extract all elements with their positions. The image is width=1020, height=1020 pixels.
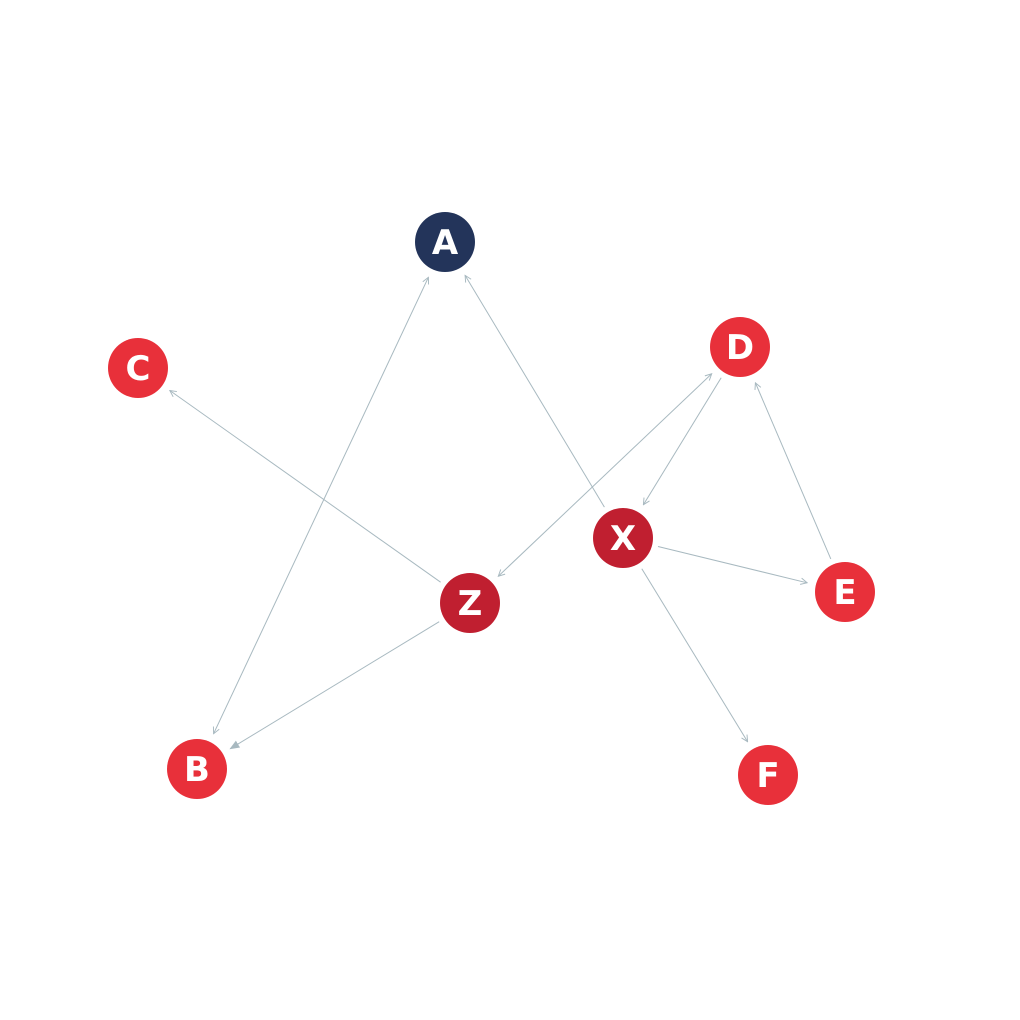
node-circle[interactable] <box>415 212 475 272</box>
edge-z-d <box>498 374 711 576</box>
edge-e-d <box>755 383 832 560</box>
edge-x-f <box>641 568 748 742</box>
node-circle[interactable] <box>108 338 168 398</box>
node-c[interactable]: C <box>108 338 168 398</box>
edge-z-b <box>229 621 440 750</box>
node-circle[interactable] <box>167 739 227 799</box>
node-label: X <box>610 519 636 559</box>
node-a[interactable]: A <box>415 212 475 272</box>
node-circle[interactable] <box>593 508 653 568</box>
edge-z-c <box>170 391 441 583</box>
node-circle[interactable] <box>738 745 798 805</box>
node-b[interactable]: B <box>167 739 227 799</box>
node-label: B <box>184 750 210 790</box>
edge-a-b <box>214 277 429 733</box>
edge-d-x <box>643 377 722 505</box>
node-label: C <box>126 349 151 389</box>
node-label: D <box>726 328 754 368</box>
nodes-layer: A C D X E Z B F <box>108 212 875 805</box>
node-circle[interactable] <box>440 573 500 633</box>
node-label: Z <box>458 584 483 624</box>
node-f[interactable]: F <box>738 745 798 805</box>
edge-x-a <box>465 275 605 508</box>
node-label: F <box>756 756 779 796</box>
node-z[interactable]: Z <box>440 573 500 633</box>
edges-layer <box>170 275 832 750</box>
node-d[interactable]: D <box>710 317 770 377</box>
node-e[interactable]: E <box>815 562 875 622</box>
edge-x-e <box>657 546 807 583</box>
node-circle[interactable] <box>815 562 875 622</box>
node-label: A <box>432 223 459 263</box>
node-label: E <box>833 573 856 613</box>
node-x[interactable]: X <box>593 508 653 568</box>
node-circle[interactable] <box>710 317 770 377</box>
